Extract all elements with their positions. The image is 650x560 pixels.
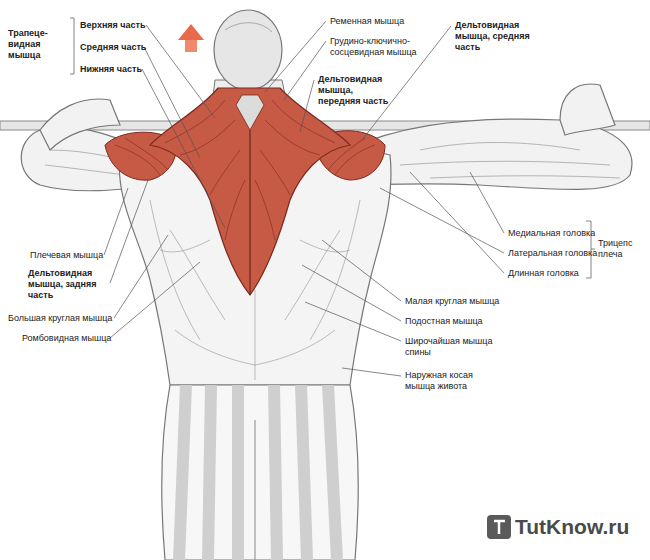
muscle-label: Дельтовидная мышца, задняя часть [28,268,112,301]
muscle-label: Подостная мышца [405,316,483,327]
muscle-label: Трицепс плеча [598,238,642,260]
muscle-label: Большая круглая мышца [8,313,112,324]
shorts [162,385,359,560]
logo-icon [487,515,511,539]
muscle-label: Широчайшая мышца спины [405,336,500,358]
shorts-stripes [173,385,343,560]
head [214,10,282,90]
muscle-label: Длинная головка [508,268,579,279]
bracket [70,18,74,74]
muscle-label: Наружная косая мышца живота [405,370,505,392]
muscle-part-label: Нижняя часть [80,64,142,75]
muscle-label: Дельтовидная мышца, средняя часть [455,20,545,53]
leader-lines [104,21,504,376]
direction-arrow [178,24,204,52]
muscle-part-label: Средняя часть [80,42,146,53]
muscle-label: Ременная мышца [330,16,404,27]
muscle-part-label: Верхняя часть [80,20,146,31]
muscle-label: Латеральная головка [508,248,597,259]
muscle-label: Ромбовидная мышца [22,333,111,344]
watermark: TutKnow.ru [515,515,629,539]
muscle-label: Грудино-ключично- сосцевидная мышца [330,36,430,58]
muscle-label: Дельтовидная мышца, передняя часть [318,74,398,107]
muscle-label: Малая круглая мышца [405,296,499,307]
muscle-label: Медиальная головка [508,228,595,239]
muscle-label: Плечевая мышца [30,250,103,261]
muscle-group-label: Трапеце- видная мышца [8,28,66,61]
